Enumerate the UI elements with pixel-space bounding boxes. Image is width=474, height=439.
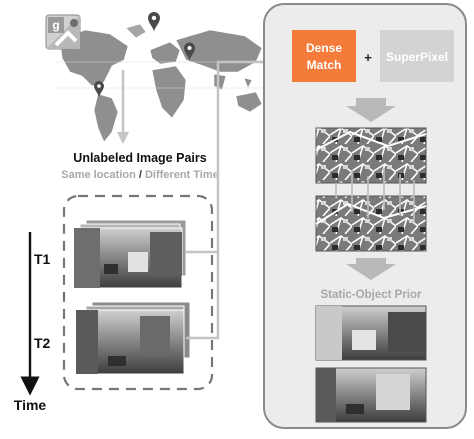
world-map <box>59 23 263 143</box>
dense-match-line1: Dense <box>306 41 342 55</box>
map-pin-icon <box>148 12 160 32</box>
segmentation-image-t1 <box>315 127 427 184</box>
prior-image-t2 <box>315 367 427 423</box>
map-pin-icon <box>184 42 195 61</box>
superpixel-label: SuperPixel <box>386 50 448 64</box>
dense-match-line2: Match <box>307 58 342 72</box>
superpixel-box: SuperPixel <box>380 30 454 82</box>
map-pin-icon <box>94 81 104 98</box>
image-stack-t1 <box>73 219 187 289</box>
t2-label: T2 <box>34 335 51 351</box>
subtitle-separator: / <box>136 169 145 181</box>
image-pairs-box <box>62 194 214 391</box>
time-axis-label: Time <box>14 397 47 413</box>
subtitle-same-location: Same location <box>61 169 136 181</box>
segmentation-image-t2 <box>315 195 427 252</box>
unlabeled-pairs-title: Unlabeled Image Pairs <box>73 151 206 165</box>
down-arrow-icon <box>346 98 396 122</box>
image-stack-t2 <box>75 301 191 375</box>
dense-match-box: Dense Match <box>292 30 356 82</box>
subtitle-different-time: Different Time <box>145 169 219 181</box>
map-to-title-arrow <box>117 70 129 144</box>
pairs-to-pipeline-connector <box>186 60 276 340</box>
plus-sign: + <box>364 50 372 65</box>
dense-match-lines <box>335 168 415 222</box>
google-maps-logo-icon: g <box>45 14 81 50</box>
prior-image-t1 <box>315 305 427 361</box>
down-arrow-icon <box>346 258 396 280</box>
unlabeled-pairs-subtitle: Same location / Different Time <box>61 169 219 181</box>
logo-letter: g <box>52 18 59 32</box>
static-object-prior-label: Static-Object Prior <box>321 289 422 301</box>
t1-label: T1 <box>34 251 51 267</box>
